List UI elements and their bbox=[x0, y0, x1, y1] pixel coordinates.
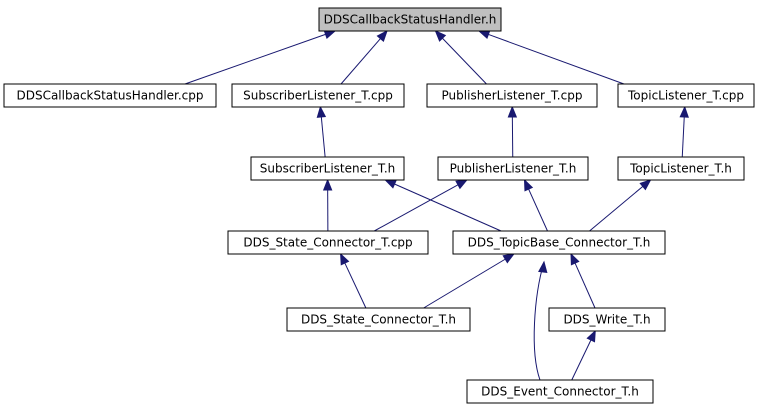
arrowhead-icon bbox=[322, 178, 333, 191]
arrowhead-icon bbox=[434, 30, 447, 42]
edge-line bbox=[527, 187, 548, 232]
edge-n7-to-n4 bbox=[679, 105, 689, 158]
arrowhead-icon bbox=[538, 260, 548, 273]
edge-line bbox=[574, 262, 596, 309]
edge-n8-to-n6 bbox=[374, 179, 468, 232]
node-label[interactable]: DDSCallbackStatusHandler.cpp bbox=[16, 89, 203, 103]
edge-n3-to-n0 bbox=[434, 30, 487, 85]
node-box[interactable] bbox=[318, 7, 502, 32]
node-label[interactable]: DDS_TopicBase_Connector_T.h bbox=[468, 236, 651, 250]
edge-n8-to-n5 bbox=[322, 178, 333, 232]
edge-line bbox=[374, 183, 460, 232]
node-n5[interactable]: SubscriberListener_T.h bbox=[250, 156, 405, 181]
node-n2[interactable]: SubscriberListener_T.cpp bbox=[231, 83, 405, 108]
edge-line bbox=[441, 37, 487, 85]
node-box[interactable] bbox=[286, 307, 471, 332]
node-n11[interactable]: DDS_Write_T.h bbox=[548, 307, 666, 332]
arrowhead-icon bbox=[679, 105, 689, 118]
node-label[interactable]: DDS_State_Connector_T.h bbox=[301, 313, 456, 327]
arrowhead-icon bbox=[523, 178, 534, 192]
node-n9[interactable]: DDS_TopicBase_Connector_T.h bbox=[452, 230, 666, 255]
arrowhead-icon bbox=[316, 105, 327, 118]
node-n12[interactable]: DDS_Event_Connector_T.h bbox=[466, 379, 654, 404]
arrowhead-icon bbox=[323, 30, 337, 39]
node-label[interactable]: SubscriberListener_T.cpp bbox=[243, 89, 393, 103]
edge-n10-to-n9 bbox=[423, 253, 516, 309]
node-label[interactable]: DDS_Event_Connector_T.h bbox=[481, 385, 639, 399]
edge-n11-to-n9 bbox=[570, 252, 596, 309]
edge-n9-to-n6 bbox=[523, 178, 548, 232]
node-box[interactable] bbox=[617, 156, 745, 181]
node-box[interactable] bbox=[426, 83, 598, 108]
node-box[interactable] bbox=[617, 83, 755, 108]
edge-line bbox=[184, 33, 327, 85]
node-n8[interactable]: DDS_State_Connector_T.cpp bbox=[227, 230, 429, 255]
edge-n2-to-n0 bbox=[340, 29, 388, 85]
edge-line bbox=[533, 261, 545, 381]
edge-line bbox=[487, 33, 625, 85]
arrowhead-icon bbox=[384, 179, 397, 189]
edge-n1-to-n0 bbox=[184, 30, 337, 85]
node-box[interactable] bbox=[548, 307, 666, 332]
node-label[interactable]: DDS_Write_T.h bbox=[563, 313, 650, 327]
nodes-layer: DDSCallbackStatusHandler.hDDSCallbackSta… bbox=[3, 7, 755, 404]
node-n4[interactable]: TopicListener_T.cpp bbox=[617, 83, 755, 108]
edge-n10-to-n8 bbox=[340, 252, 367, 309]
node-box[interactable] bbox=[3, 83, 217, 108]
edge-line bbox=[340, 37, 382, 85]
edge-n9-to-n5 bbox=[384, 179, 502, 232]
arrowhead-icon bbox=[639, 179, 652, 191]
edge-line bbox=[681, 115, 685, 158]
edge-line bbox=[343, 261, 367, 309]
arrowhead-icon bbox=[570, 252, 580, 266]
edge-line bbox=[320, 115, 326, 158]
arrowhead-icon bbox=[477, 30, 491, 40]
node-label[interactable]: PublisherListener_T.cpp bbox=[442, 89, 583, 103]
node-box[interactable] bbox=[231, 83, 405, 108]
node-n3[interactable]: PublisherListener_T.cpp bbox=[426, 83, 598, 108]
arrowhead-icon bbox=[376, 29, 388, 43]
edge-n4-to-n0 bbox=[477, 30, 625, 85]
node-label[interactable]: DDS_State_Connector_T.cpp bbox=[243, 236, 412, 250]
edge-n5-to-n2 bbox=[316, 105, 327, 158]
edge-n12-to-n9 bbox=[533, 260, 548, 381]
node-n7[interactable]: TopicListener_T.h bbox=[617, 156, 745, 181]
edge-n6-to-n3 bbox=[507, 105, 518, 158]
edge-line bbox=[393, 183, 502, 232]
edge-n9-to-n7 bbox=[589, 179, 652, 232]
node-n10[interactable]: DDS_State_Connector_T.h bbox=[286, 307, 471, 332]
edge-n12-to-n11 bbox=[571, 329, 596, 381]
arrowhead-icon bbox=[507, 105, 518, 118]
node-label[interactable]: TopicListener_T.cpp bbox=[627, 89, 744, 103]
edge-line bbox=[423, 258, 507, 309]
node-n6[interactable]: PublisherListener_T.h bbox=[437, 156, 589, 181]
node-box[interactable] bbox=[452, 230, 666, 255]
node-box[interactable] bbox=[466, 379, 654, 404]
arrowhead-icon bbox=[502, 253, 516, 264]
node-box[interactable] bbox=[437, 156, 589, 181]
node-label[interactable]: PublisherListener_T.h bbox=[450, 162, 577, 176]
node-box[interactable] bbox=[227, 230, 429, 255]
arrowhead-icon bbox=[340, 252, 350, 266]
node-n0[interactable]: DDSCallbackStatusHandler.h bbox=[318, 7, 502, 32]
node-label[interactable]: DDSCallbackStatusHandler.h bbox=[324, 13, 497, 27]
edge-line bbox=[571, 338, 592, 381]
node-box[interactable] bbox=[250, 156, 405, 181]
node-n1[interactable]: DDSCallbackStatusHandler.cpp bbox=[3, 83, 217, 108]
edge-line bbox=[589, 185, 644, 232]
node-label[interactable]: TopicListener_T.h bbox=[629, 162, 732, 176]
arrowhead-icon bbox=[455, 179, 468, 190]
arrowhead-icon bbox=[586, 329, 596, 343]
node-label[interactable]: SubscriberListener_T.h bbox=[260, 162, 396, 176]
